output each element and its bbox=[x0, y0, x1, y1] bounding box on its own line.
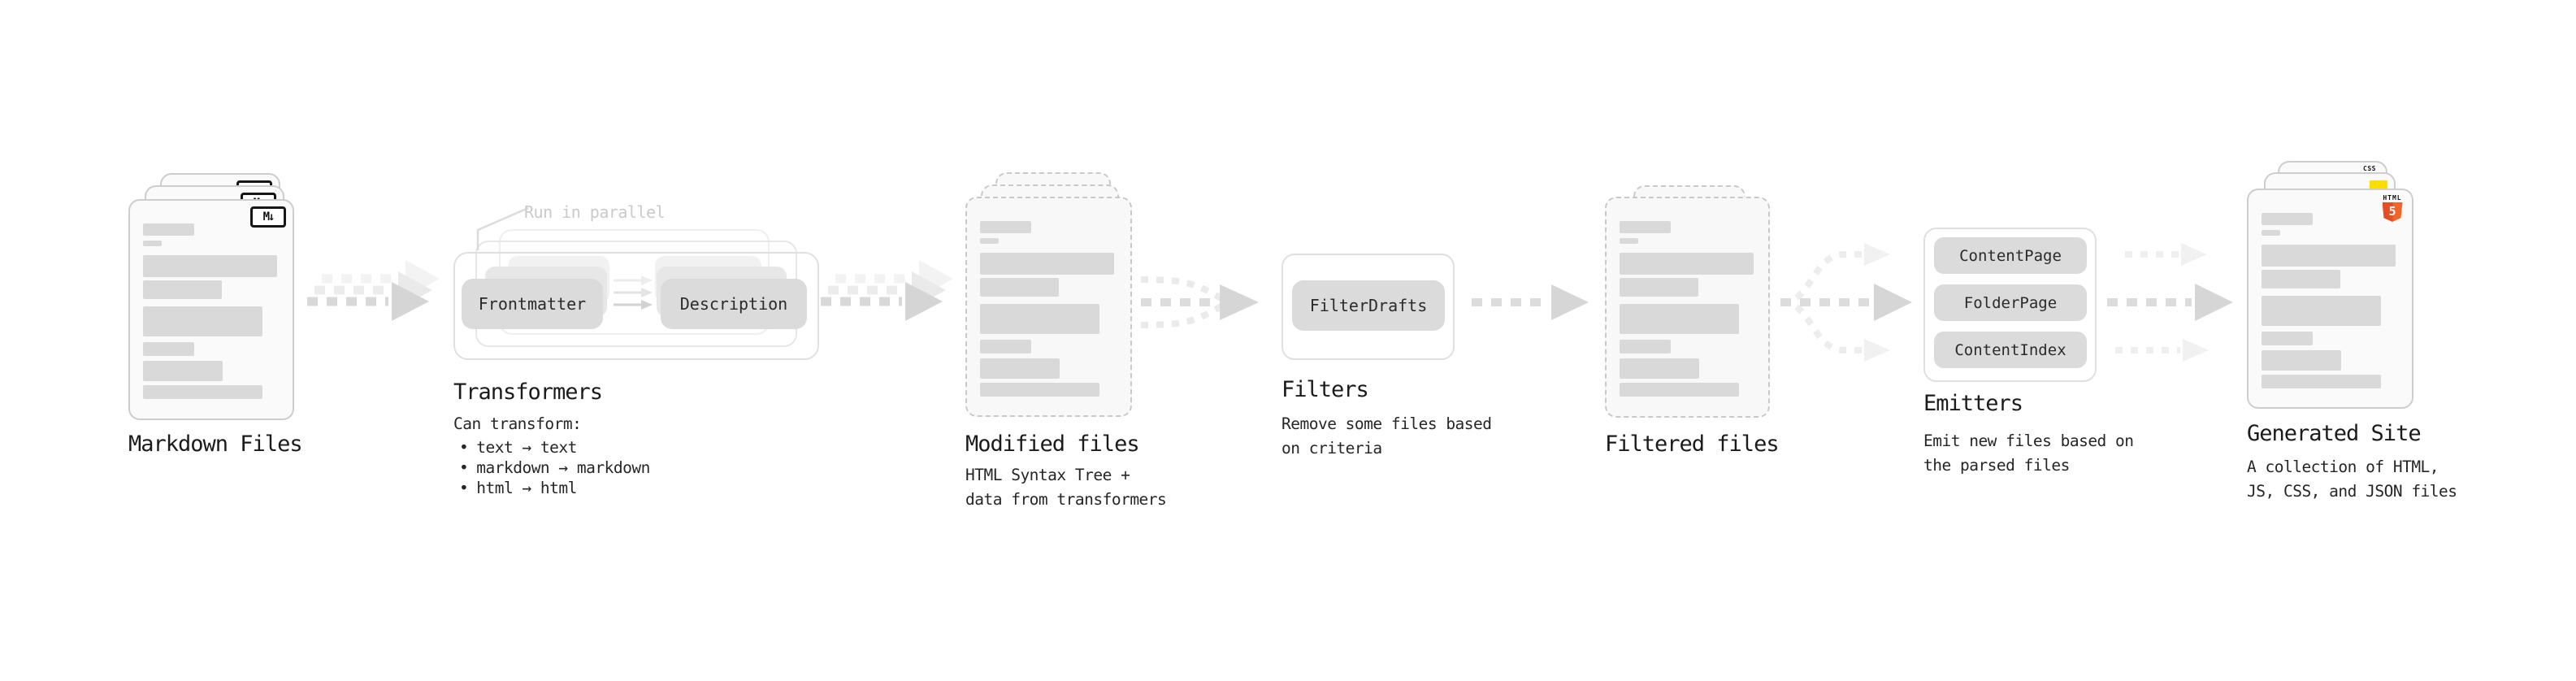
emitters-title: Emitters bbox=[1923, 391, 2023, 416]
run-in-parallel-label: Run in parallel bbox=[524, 202, 666, 222]
filters-caption: Remove some files based on criteria bbox=[1281, 414, 1492, 458]
annotation-connector-line bbox=[476, 206, 529, 250]
javascript-icon bbox=[2370, 180, 2387, 190]
flow-arrow-fanout-to-emitters bbox=[1780, 243, 1912, 362]
file-content-placeholder bbox=[980, 198, 1130, 415]
filtered-file-card-front bbox=[1605, 197, 1770, 418]
folderpage-stage: FolderPage bbox=[1934, 284, 2087, 321]
bullet-glyph: • bbox=[459, 458, 469, 477]
file-content-placeholder bbox=[2262, 190, 2412, 407]
filtered-files-title: Filtered files bbox=[1605, 432, 1780, 457]
modified-files-title: Modified files bbox=[965, 432, 1140, 457]
transformers-bullet-list: •text → text •markdown → markdown •html … bbox=[459, 437, 650, 498]
filters-container bbox=[1281, 254, 1455, 360]
transformer-container-front bbox=[453, 252, 819, 360]
html5-icon: HTML 5 bbox=[2381, 194, 2404, 222]
markdown-file-card-front: M↓ bbox=[128, 199, 294, 420]
html-file-card-front: HTML 5 bbox=[2247, 189, 2413, 409]
modified-file-card-front bbox=[965, 197, 1132, 417]
bullet-glyph: • bbox=[459, 438, 469, 457]
list-item: •text → text bbox=[459, 438, 577, 457]
list-item: •html → html bbox=[459, 479, 577, 497]
bullet-glyph: • bbox=[459, 479, 469, 497]
filters-title: Filters bbox=[1281, 377, 1369, 402]
generated-site-caption: A collection of HTML, JS, CSS, and JSON … bbox=[2247, 458, 2457, 501]
modified-files-caption: HTML Syntax Tree + data from transformer… bbox=[965, 466, 1167, 509]
description-stage: Description bbox=[661, 279, 807, 329]
file-content-placeholder bbox=[143, 201, 293, 419]
contentindex-stage: ContentIndex bbox=[1934, 332, 2087, 368]
transformers-caption-heading: Can transform: bbox=[453, 414, 582, 433]
transformers-title: Transformers bbox=[453, 380, 603, 405]
flow-arrow-transformers-to-modified bbox=[821, 260, 953, 321]
emitters-caption: Emit new files based on the parsed files bbox=[1923, 432, 2134, 475]
generated-site-title: Generated Site bbox=[2247, 421, 2422, 446]
contentpage-stage: ContentPage bbox=[1934, 237, 2087, 274]
markdown-files-title: Markdown Files bbox=[128, 432, 303, 457]
emitters-container bbox=[1923, 228, 2097, 382]
frontmatter-stage: Frontmatter bbox=[462, 279, 603, 329]
flow-arrow-files-to-transformers bbox=[307, 260, 440, 321]
flow-arrow-filters-to-filtered bbox=[1472, 284, 1589, 320]
markdown-icon: M↓ bbox=[250, 206, 286, 228]
list-item: •markdown → markdown bbox=[459, 458, 650, 477]
flow-arrow-merge-to-filters bbox=[1140, 276, 1259, 328]
flow-arrows-emitters-to-site bbox=[2107, 243, 2233, 362]
stage-arrows bbox=[614, 275, 653, 310]
filterdrafts-stage: FilterDrafts bbox=[1292, 280, 1445, 331]
file-content-placeholder bbox=[1620, 198, 1768, 416]
